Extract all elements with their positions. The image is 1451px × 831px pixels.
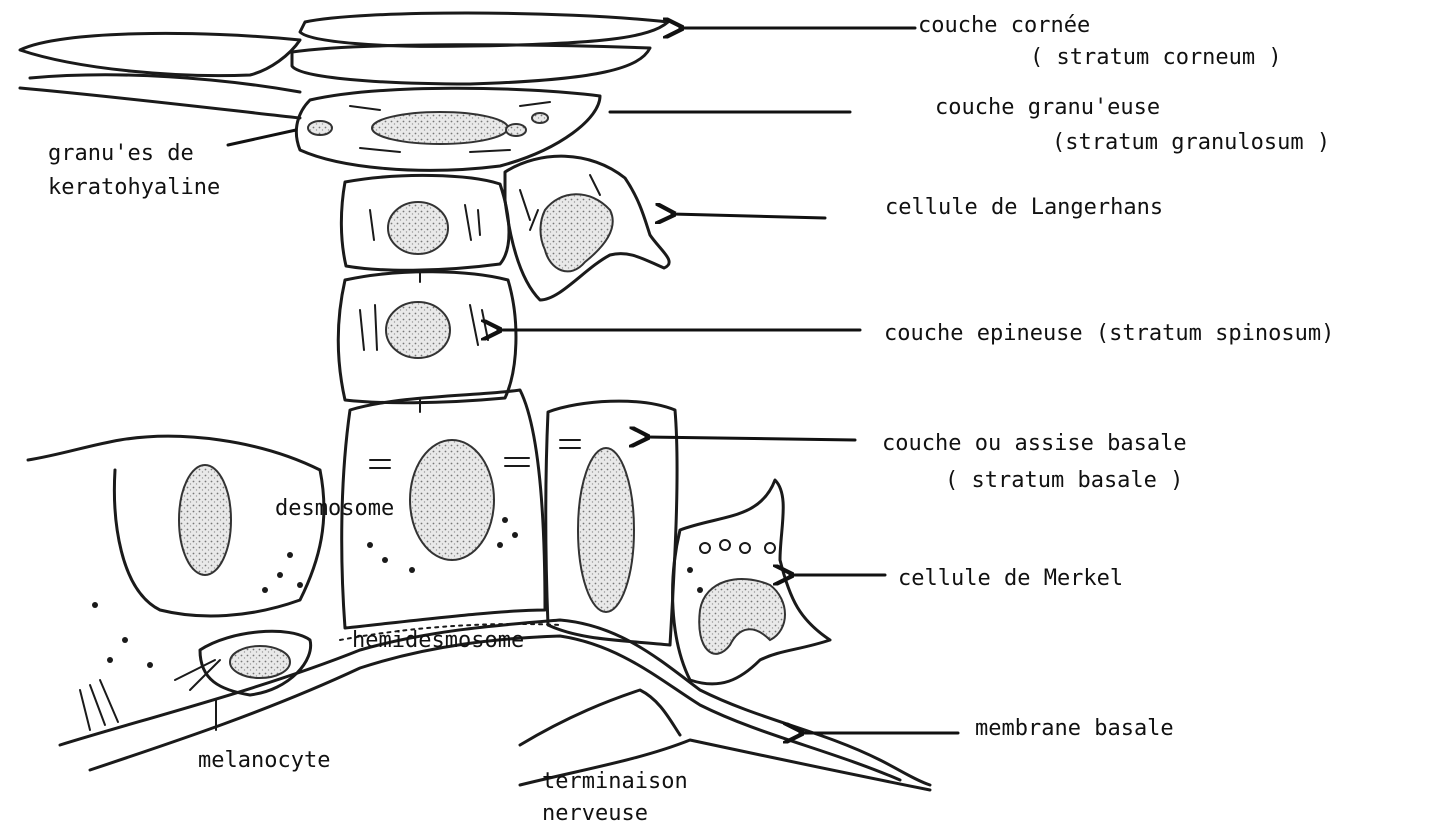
- merkel-cell: [673, 480, 830, 684]
- left-keratinocyte: [28, 436, 324, 668]
- label-melanocyte: melanocyte: [198, 748, 330, 773]
- label-keratohyaline: keratohyaline: [48, 175, 220, 200]
- label-membrane-basale: membrane basale: [975, 716, 1174, 741]
- label-stratum-corneum: ( stratum corneum ): [1030, 45, 1282, 70]
- label-merkel: cellule de Merkel: [898, 566, 1123, 591]
- labels: couche cornée ( stratum corneum ) couche…: [48, 13, 1334, 826]
- label-basale: couche ou assise basale: [882, 431, 1187, 456]
- label-couche-granuleuse: couche granu'euse: [935, 95, 1160, 120]
- stratum-spinosum-cells: [338, 175, 516, 412]
- stratum-corneum-cells: [20, 13, 668, 118]
- stratum-granulosum-cell: [296, 88, 600, 170]
- label-stratum-granulosum: (stratum granulosum ): [1052, 130, 1330, 155]
- label-hemidesmosome: hemidesmosome: [352, 628, 524, 653]
- label-desmosome: desmosome: [275, 496, 394, 521]
- label-granules: granu'es de: [48, 141, 194, 166]
- langerhans-cell: [505, 156, 669, 300]
- label-nerveuse: nerveuse: [542, 801, 648, 826]
- label-stratum-basale: ( stratum basale ): [945, 468, 1183, 493]
- label-couche-cornee: couche cornée: [918, 13, 1090, 38]
- label-terminaison: terminaison: [542, 769, 688, 794]
- label-epineuse: couche epineuse (stratum spinosum): [884, 321, 1334, 346]
- label-langerhans: cellule de Langerhans: [885, 195, 1163, 220]
